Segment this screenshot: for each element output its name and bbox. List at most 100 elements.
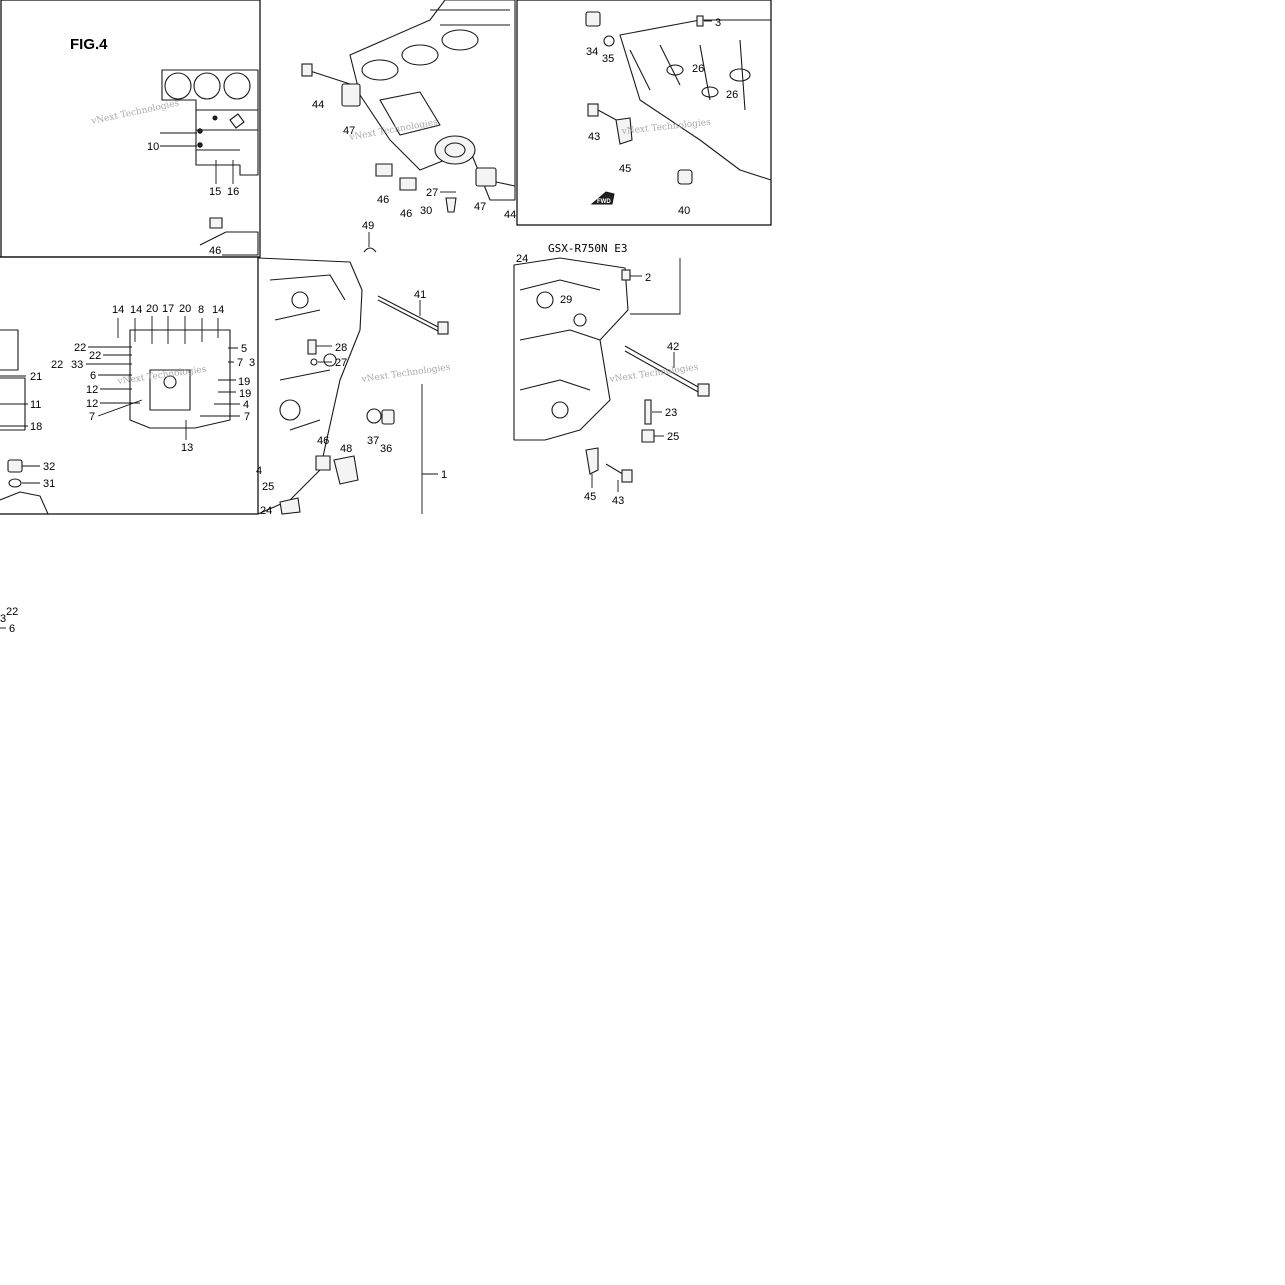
callout: 48	[340, 443, 352, 455]
leader-line	[215, 160, 234, 184]
oil-passage	[701, 86, 719, 98]
callout: 26	[726, 89, 738, 101]
callout: 1	[441, 469, 447, 481]
callout: 28	[335, 342, 347, 354]
clip-49	[363, 247, 377, 253]
callout: 7	[89, 411, 95, 423]
tile-fragment: 22 3 6	[0, 606, 18, 635]
bearing-bore	[361, 59, 399, 81]
bearing-bore	[401, 44, 439, 66]
bracket	[229, 113, 245, 129]
dowel-47	[475, 167, 497, 187]
case-boss	[551, 401, 569, 419]
dowel-47	[341, 83, 361, 107]
bracket-45	[585, 447, 599, 475]
lower-crankcase-bottom-outline	[129, 329, 231, 429]
callout: 16	[227, 186, 239, 198]
leader-line	[421, 384, 438, 514]
watermark: vNext Technologies	[608, 363, 699, 386]
tile-lower-crankcase-bottom: 14 14 20 17 20 8 14 22 22 22 33 6 12 12 …	[0, 256, 259, 515]
callout: 46	[209, 245, 221, 257]
oil-passage	[729, 68, 751, 82]
plug-32	[7, 459, 23, 473]
callout: 25	[262, 481, 274, 493]
stud-hole	[212, 115, 218, 121]
callout: 22	[74, 342, 86, 354]
callout: 22	[89, 350, 101, 362]
variant-case-webs	[519, 279, 601, 391]
plug-34	[585, 11, 601, 27]
callout: 37	[367, 435, 379, 447]
callout: 27	[426, 187, 438, 199]
callout: 6	[9, 623, 15, 635]
watermark: vNext Technologies	[360, 363, 451, 386]
jet-28	[307, 339, 317, 355]
nut-25	[641, 429, 655, 443]
bushing-48	[333, 455, 359, 485]
callout: 32	[43, 461, 55, 473]
bolt-head	[301, 63, 313, 77]
dowel-3	[696, 15, 704, 27]
bolt-head	[697, 383, 710, 397]
side-case-webs	[269, 274, 346, 431]
bolt-head	[437, 321, 449, 335]
o-ring-27	[310, 358, 318, 366]
stud-23	[644, 399, 652, 425]
callout: 31	[43, 478, 55, 490]
stud-hole	[197, 128, 203, 134]
callout: 36	[380, 443, 392, 455]
tile-gsx-r750n-e3-variant: GSX-R750N E3 24 2 29 42 23 25 45 43	[513, 242, 710, 507]
callout: 4	[256, 465, 262, 477]
callout: 41	[414, 289, 426, 301]
bracket-45	[615, 117, 633, 145]
callout: 26	[692, 63, 704, 75]
leader-line	[630, 258, 681, 315]
leader-line	[200, 347, 240, 417]
callout: 29	[560, 294, 572, 306]
tile-fig4-cylinder-block: FIG.4 10 15 16 46 vNext Technologies	[0, 0, 261, 258]
callout: 19	[239, 388, 251, 400]
gasket-24	[279, 497, 301, 515]
callout: 18	[30, 421, 42, 433]
callout: 14	[112, 304, 124, 316]
crankcase-upper-outline	[161, 69, 259, 176]
case-edge	[199, 231, 259, 256]
case-boss	[291, 291, 309, 309]
callout: 47	[474, 201, 486, 213]
callout: 7	[237, 357, 243, 369]
figure-label: FIG.4	[70, 36, 108, 53]
cylinder-bore	[164, 72, 192, 100]
callout: 12	[86, 398, 98, 410]
watermark: vNext Technologies	[90, 98, 181, 127]
callout: 33	[71, 359, 83, 371]
case-boss	[536, 291, 554, 309]
callout: 14	[212, 304, 224, 316]
tile-crankcase-side: 49 41 28 27 46 48 37 36 1 4 25 24 vNext …	[256, 220, 451, 517]
callout: 46	[317, 435, 329, 447]
journal	[444, 142, 466, 158]
leader-line	[86, 346, 143, 417]
nut-46	[399, 177, 417, 191]
callout: 2	[645, 272, 651, 284]
callout: 42	[667, 341, 679, 353]
rib	[430, 9, 510, 26]
callout: 8	[198, 304, 204, 316]
callout: 20	[146, 303, 158, 315]
callout: 13	[181, 442, 193, 454]
callout: 19	[238, 376, 250, 388]
callout: 43	[612, 495, 624, 507]
callout: 40	[678, 205, 690, 217]
leader-line	[117, 316, 219, 344]
bearing-bore	[441, 29, 479, 51]
callout: 44	[504, 209, 516, 221]
adjacent-part	[0, 329, 19, 371]
case-boss	[573, 313, 587, 327]
callout: 27	[335, 357, 347, 369]
side-case-outline	[257, 257, 363, 515]
callout: 43	[588, 131, 600, 143]
strainer-40	[677, 169, 693, 185]
washer-31	[8, 478, 22, 488]
callout: 10	[147, 141, 159, 153]
leader-line	[0, 375, 28, 427]
lower-crankcase-outline	[619, 19, 772, 181]
